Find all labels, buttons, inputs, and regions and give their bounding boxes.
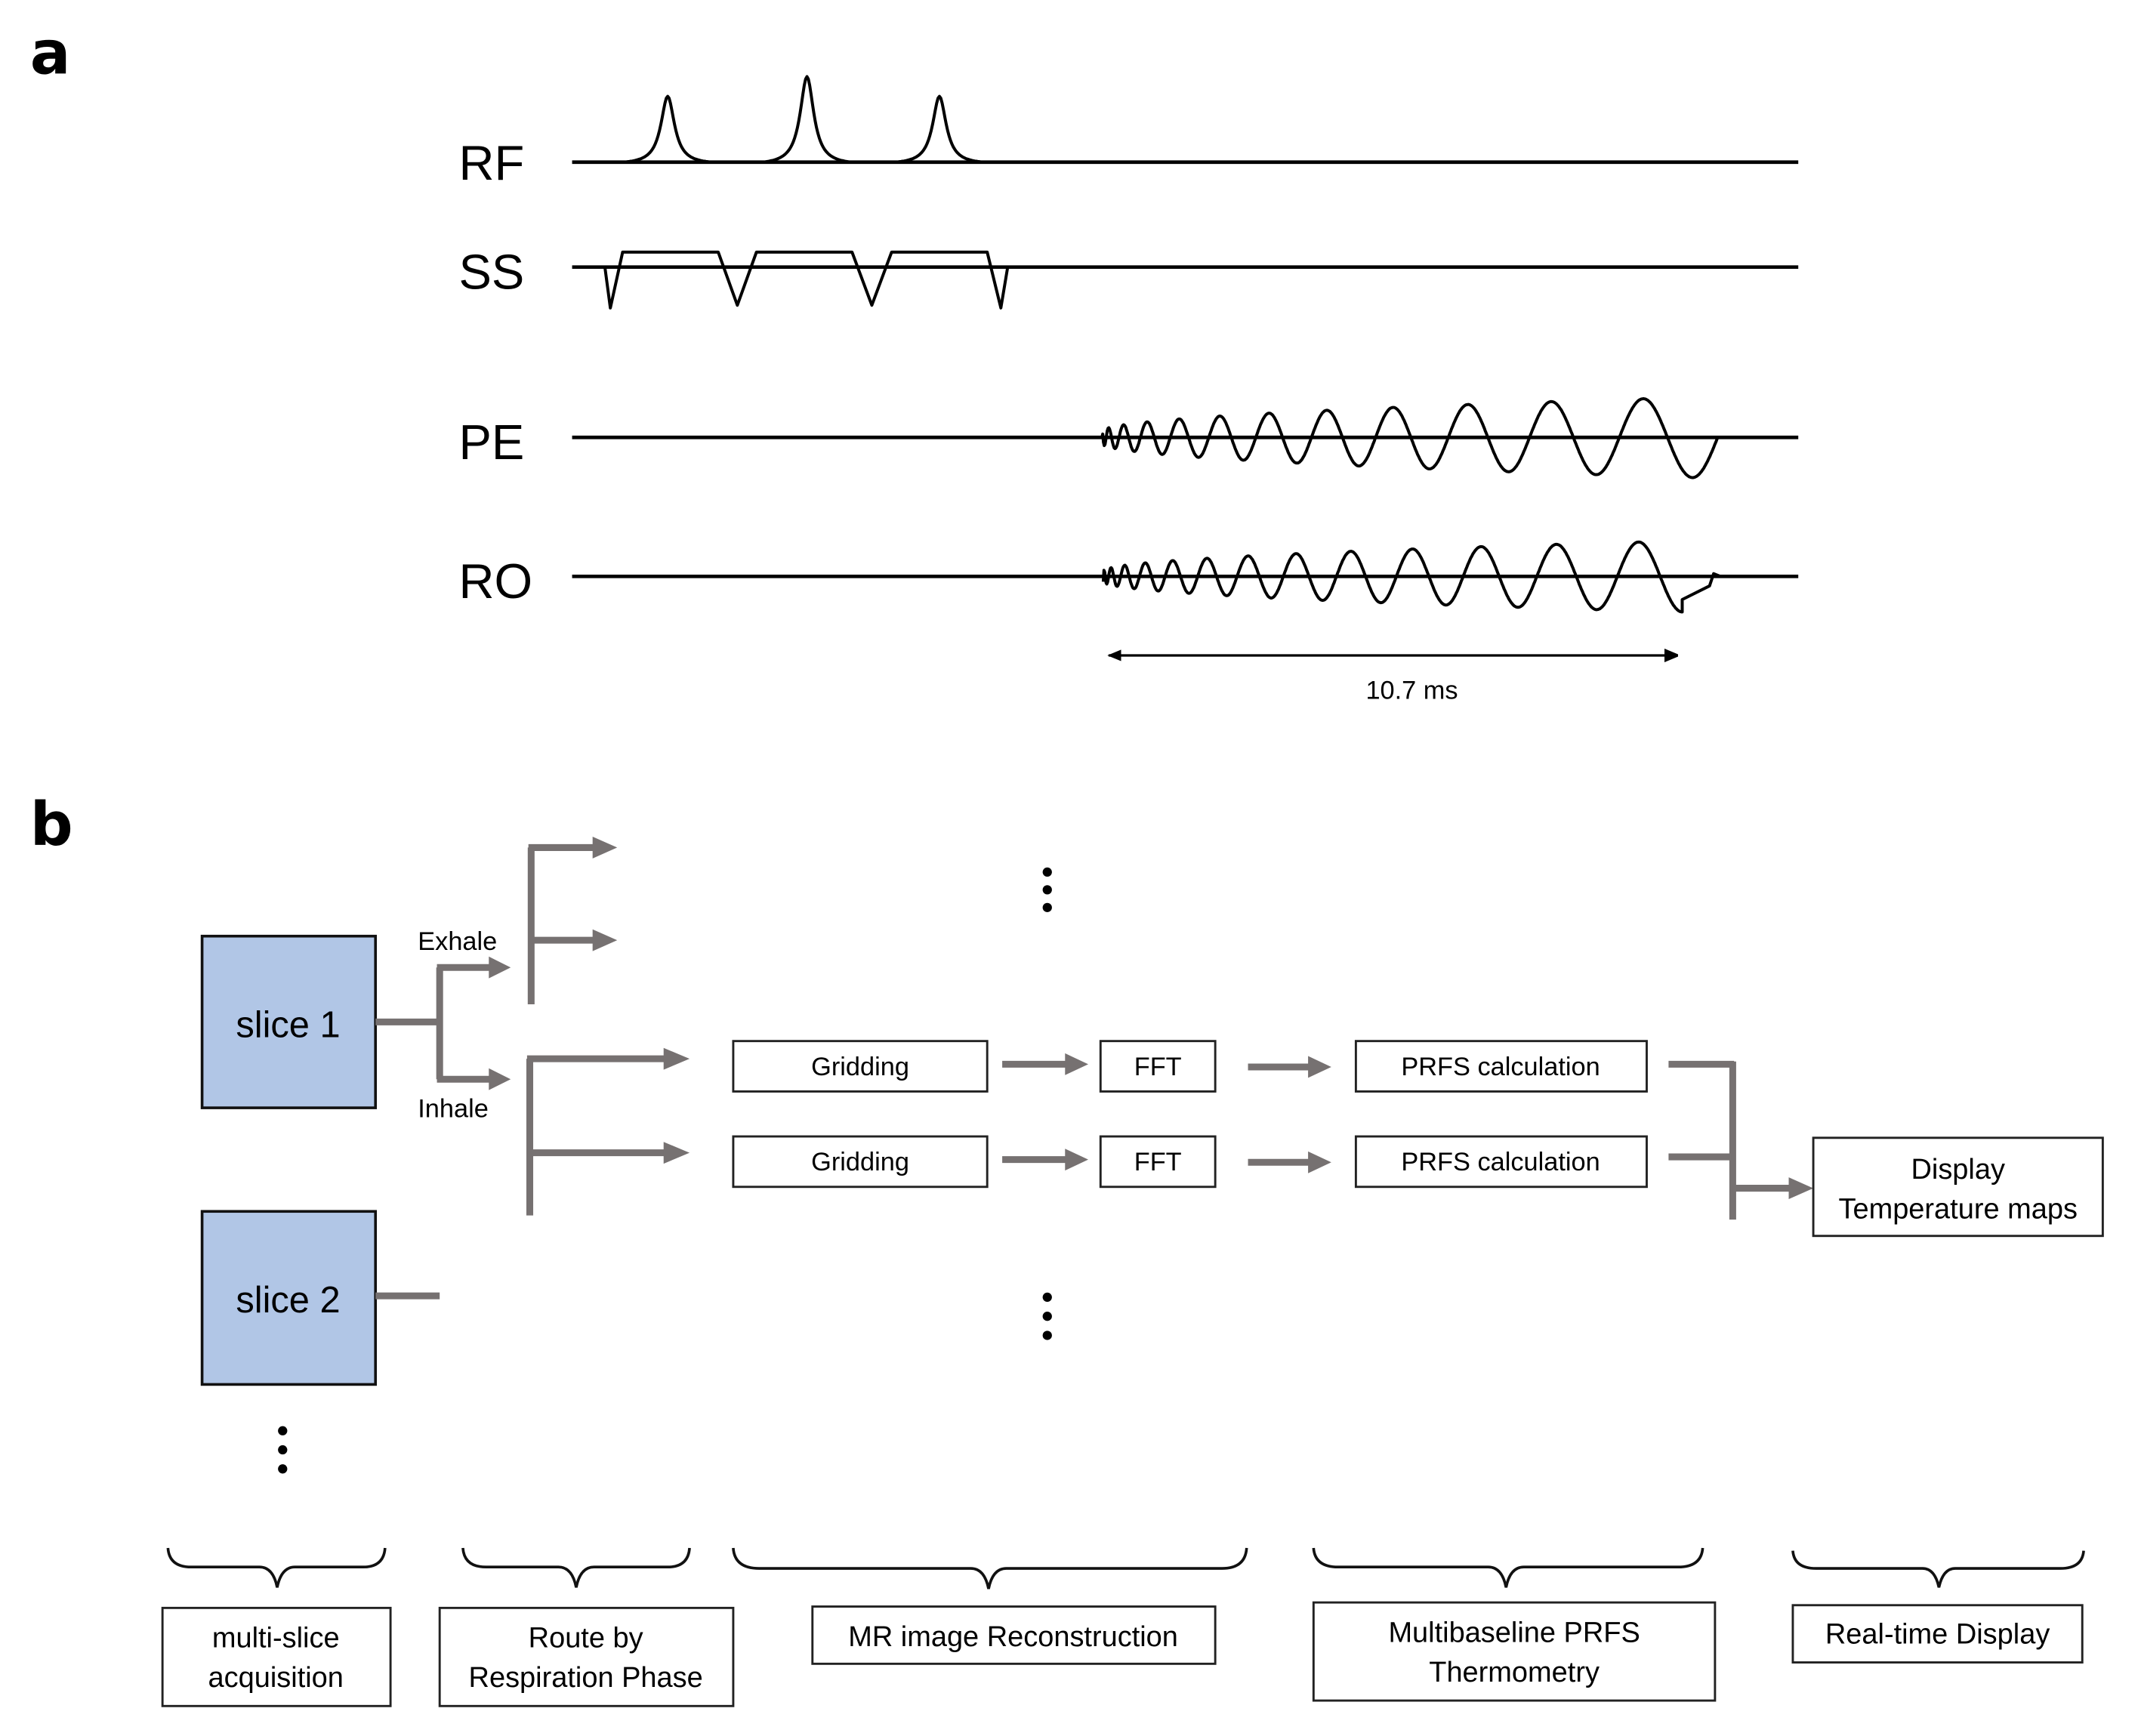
- stage-line-1: MR image Reconstruction: [848, 1621, 1178, 1653]
- brace-icon: [166, 1547, 387, 1588]
- ro-channel: RO: [459, 540, 1799, 614]
- inhale-label: Inhale: [418, 1095, 489, 1124]
- rf-label: RF: [459, 135, 525, 190]
- stage-line-2: Thermometry: [1429, 1657, 1600, 1688]
- panel-a: a RF SS PE RO 10.7 ms: [30, 18, 1799, 705]
- exhale-fanout-arrowhead-icon: [592, 836, 618, 859]
- gridding-label: Gridding: [811, 1148, 909, 1176]
- display-box: [1812, 1136, 2104, 1238]
- slice-ellipsis-icon: [278, 1426, 288, 1474]
- pipeline-ellipsis-bottom-icon: [1042, 1292, 1052, 1340]
- ro-label: RO: [459, 553, 533, 609]
- display-block: Display Temperature maps: [1812, 1136, 2104, 1238]
- stage-line-1: Real-time Display: [1825, 1618, 2050, 1650]
- exhale-fanout: [527, 836, 618, 1004]
- stage-box: [1791, 1604, 2084, 1664]
- stage-label: Real-time Display: [1791, 1604, 2084, 1664]
- ss-channel: SS: [459, 245, 1799, 310]
- stage-line-1: Multibaseline PRFS: [1388, 1617, 1640, 1649]
- duration-label: 10.7 ms: [1365, 677, 1458, 705]
- ss-gradient: [603, 250, 1010, 310]
- fft-label: FFT: [1134, 1148, 1182, 1176]
- arrowhead-icon: [1308, 1056, 1331, 1078]
- ro-gradient: [1101, 540, 1721, 614]
- pe-label: PE: [459, 415, 525, 470]
- merge-connector: [1668, 1060, 1814, 1220]
- stage-label: multi-slice acquisition: [161, 1606, 392, 1707]
- gridding-box: [732, 1135, 989, 1189]
- fft-box: [1099, 1135, 1217, 1189]
- ss-label: SS: [459, 245, 525, 300]
- exhale-arrowhead-icon: [489, 956, 511, 979]
- brace-icon: [1312, 1547, 1704, 1588]
- stage-label: Multibaseline PRFS Thermometry: [1312, 1601, 1717, 1702]
- stage-box: [438, 1606, 735, 1707]
- stage-label: MR image Reconstruction: [811, 1605, 1217, 1665]
- stage-line-2: Respiration Phase: [469, 1662, 703, 1694]
- merge-arrowhead-icon: [1788, 1177, 1814, 1200]
- slice-2-box: [200, 1210, 378, 1386]
- stage-line-2: acquisition: [208, 1662, 344, 1694]
- display-line-2: Temperature maps: [1838, 1193, 2077, 1225]
- pe-channel: PE: [459, 397, 1799, 479]
- inhale-fanout-arrowhead-icon: [663, 1142, 690, 1164]
- prfs-box: [1354, 1135, 1648, 1189]
- brace-icon: [732, 1547, 1248, 1590]
- fft-box: [1099, 1040, 1217, 1093]
- arrowhead-icon: [1308, 1151, 1331, 1173]
- rf-channel: RF: [459, 75, 1799, 190]
- prfs-label: PRFS calculation: [1401, 1053, 1600, 1081]
- prfs-box: [1354, 1040, 1648, 1093]
- pipeline-ellipsis-top-icon: [1042, 867, 1052, 912]
- slice-2-label: slice 2: [236, 1280, 340, 1321]
- pipeline-row: Gridding FFT PRFS calculation: [732, 1135, 1648, 1189]
- inhale-arrowhead-icon: [489, 1068, 511, 1090]
- arrowhead-icon: [1065, 1149, 1089, 1171]
- slice-2-block: slice 2: [200, 1210, 378, 1386]
- stage-line-1: Route by: [529, 1623, 643, 1654]
- panel-a-label: a: [30, 18, 71, 88]
- pe-gradient: [1100, 397, 1720, 479]
- slice-1-block: slice 1: [200, 934, 378, 1109]
- slice-1-label: slice 1: [236, 1004, 340, 1045]
- gridding-label: Gridding: [811, 1053, 909, 1081]
- pipeline-row: Gridding FFT PRFS calculation: [732, 1040, 1648, 1093]
- slice-1-box: [200, 934, 378, 1109]
- stage-box: [1312, 1601, 1717, 1702]
- arrowhead-icon: [1065, 1053, 1089, 1075]
- gridding-box: [732, 1040, 989, 1093]
- duration-indicator: 10.7 ms: [1109, 655, 1677, 705]
- stage-box: [161, 1606, 392, 1707]
- stage-box: [811, 1605, 1217, 1665]
- display-line-1: Display: [1911, 1154, 2004, 1186]
- respiration-router: Exhale Inhale: [375, 927, 511, 1124]
- exhale-fanout-arrowhead-icon: [592, 929, 618, 951]
- fft-label: FFT: [1134, 1053, 1182, 1081]
- stage-line-1: multi-slice: [212, 1623, 340, 1654]
- stage-braces: [166, 1547, 2085, 1590]
- panel-b-label: b: [30, 789, 73, 859]
- rf-pulses: [624, 75, 983, 164]
- inhale-fanout: [526, 1047, 690, 1216]
- prfs-label: PRFS calculation: [1401, 1148, 1600, 1176]
- stage-label: Route by Respiration Phase: [438, 1606, 735, 1707]
- brace-icon: [1791, 1550, 2085, 1588]
- inhale-fanout-arrowhead-icon: [663, 1047, 690, 1070]
- brace-icon: [461, 1547, 691, 1588]
- panel-b: b slice 1 slice 2 Exhale Inhale: [30, 789, 2104, 1707]
- exhale-label: Exhale: [418, 927, 497, 956]
